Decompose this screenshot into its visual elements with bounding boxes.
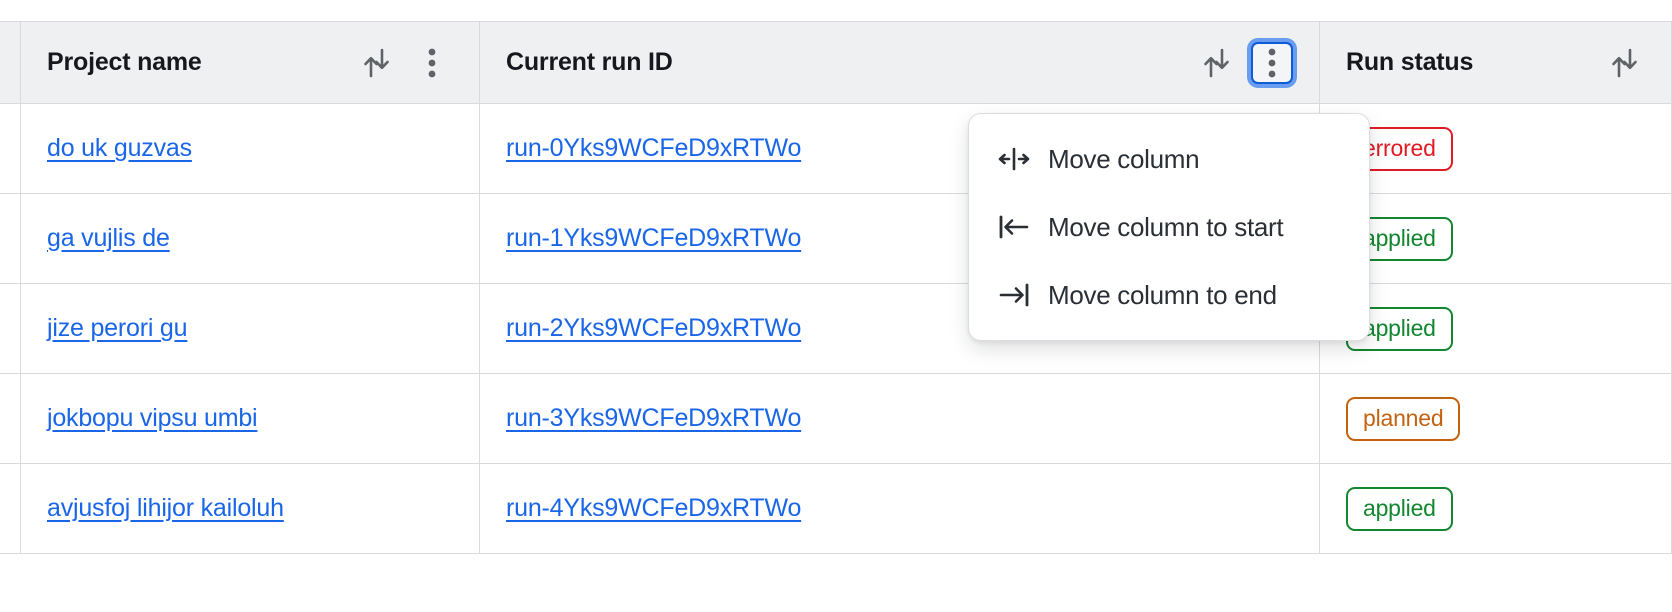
column-options-menu-icon[interactable] bbox=[411, 42, 453, 84]
cell-project-name: avjusfoj lihijor kailoluh bbox=[21, 464, 480, 554]
sort-arrows-icon[interactable] bbox=[1603, 42, 1645, 84]
run-id-link[interactable]: run-0Yks9WCFeD9xRTWo bbox=[506, 134, 802, 162]
menu-item-move-column[interactable]: Move column bbox=[969, 125, 1369, 193]
row-leading-spacer bbox=[0, 464, 21, 554]
table-row: avjusfoj lihijor kailoluh run-4Yks9WCFeD… bbox=[0, 464, 1672, 554]
status-badge: planned bbox=[1346, 396, 1461, 441]
run-id-link[interactable]: run-2Yks9WCFeD9xRTWo bbox=[506, 314, 802, 342]
table-row: jize perori gu run-2Yks9WCFeD9xRTWo appl… bbox=[0, 284, 1672, 374]
run-id-link[interactable]: run-4Yks9WCFeD9xRTWo bbox=[506, 494, 802, 522]
column-options-menu: Move column Move column to start Mov bbox=[968, 113, 1370, 341]
menu-item-label: Move column to end bbox=[1048, 279, 1277, 310]
status-badge: applied bbox=[1346, 486, 1453, 531]
menu-item-move-column-to-end[interactable]: Move column to end bbox=[969, 261, 1369, 329]
cell-project-name: jize perori gu bbox=[21, 284, 480, 374]
column-header-label: Project name bbox=[47, 48, 202, 76]
column-header-project-name[interactable]: Project name bbox=[21, 21, 480, 104]
move-column-to-start-icon bbox=[994, 214, 1034, 240]
cell-project-name: jokbopu vipsu umbi bbox=[21, 374, 480, 464]
cell-current-run-id: run-4Yks9WCFeD9xRTWo bbox=[480, 464, 1320, 554]
header-leading-spacer bbox=[0, 21, 21, 104]
table-header-row: Project name bbox=[0, 21, 1672, 104]
column-header-actions bbox=[355, 42, 453, 84]
table-row: ga vujlis de run-1Yks9WCFeD9xRTWo applie… bbox=[0, 194, 1672, 284]
column-header-current-run-id[interactable]: Current run ID bbox=[480, 21, 1320, 104]
project-name-link[interactable]: jokbopu vipsu umbi bbox=[47, 404, 258, 432]
menu-item-label: Move column bbox=[1048, 143, 1200, 174]
project-name-link[interactable]: do uk guzvas bbox=[47, 134, 192, 162]
project-name-link[interactable]: avjusfoj lihijor kailoluh bbox=[47, 494, 284, 522]
row-leading-spacer bbox=[0, 374, 21, 464]
project-name-link[interactable]: ga vujlis de bbox=[47, 224, 170, 252]
cell-current-run-id: run-3Yks9WCFeD9xRTWo bbox=[480, 374, 1320, 464]
projects-table: Project name bbox=[0, 21, 1672, 554]
cell-project-name: do uk guzvas bbox=[21, 104, 480, 194]
cell-run-status: applied bbox=[1320, 194, 1672, 284]
row-leading-spacer bbox=[0, 104, 21, 194]
menu-item-move-column-to-start[interactable]: Move column to start bbox=[969, 193, 1369, 261]
move-column-to-end-icon bbox=[994, 282, 1034, 308]
cell-run-status: planned bbox=[1320, 374, 1672, 464]
cell-run-status: errored bbox=[1320, 104, 1672, 194]
run-id-link[interactable]: run-1Yks9WCFeD9xRTWo bbox=[506, 224, 802, 252]
row-leading-spacer bbox=[0, 194, 21, 284]
column-header-label: Current run ID bbox=[506, 48, 673, 76]
cell-project-name: ga vujlis de bbox=[21, 194, 480, 284]
column-header-actions bbox=[1195, 41, 1293, 84]
column-header-run-status[interactable]: Run status bbox=[1320, 21, 1672, 104]
cell-run-status: applied bbox=[1320, 284, 1672, 374]
menu-item-label: Move column to start bbox=[1048, 211, 1284, 242]
project-name-link[interactable]: jize perori gu bbox=[47, 314, 188, 342]
cell-run-status: applied bbox=[1320, 464, 1672, 554]
row-leading-spacer bbox=[0, 284, 21, 374]
column-header-actions bbox=[1603, 42, 1645, 84]
sort-arrows-icon[interactable] bbox=[355, 42, 397, 84]
sort-arrows-icon[interactable] bbox=[1195, 42, 1237, 84]
run-id-link[interactable]: run-3Yks9WCFeD9xRTWo bbox=[506, 404, 802, 432]
status-badge: errored bbox=[1346, 126, 1453, 171]
table-row: jokbopu vipsu umbi run-3Yks9WCFeD9xRTWo … bbox=[0, 374, 1672, 464]
column-options-menu-icon[interactable] bbox=[1251, 41, 1293, 84]
move-column-icon bbox=[994, 146, 1034, 172]
table-row: do uk guzvas run-0Yks9WCFeD9xRTWo errore… bbox=[0, 104, 1672, 194]
column-header-label: Run status bbox=[1346, 48, 1474, 76]
